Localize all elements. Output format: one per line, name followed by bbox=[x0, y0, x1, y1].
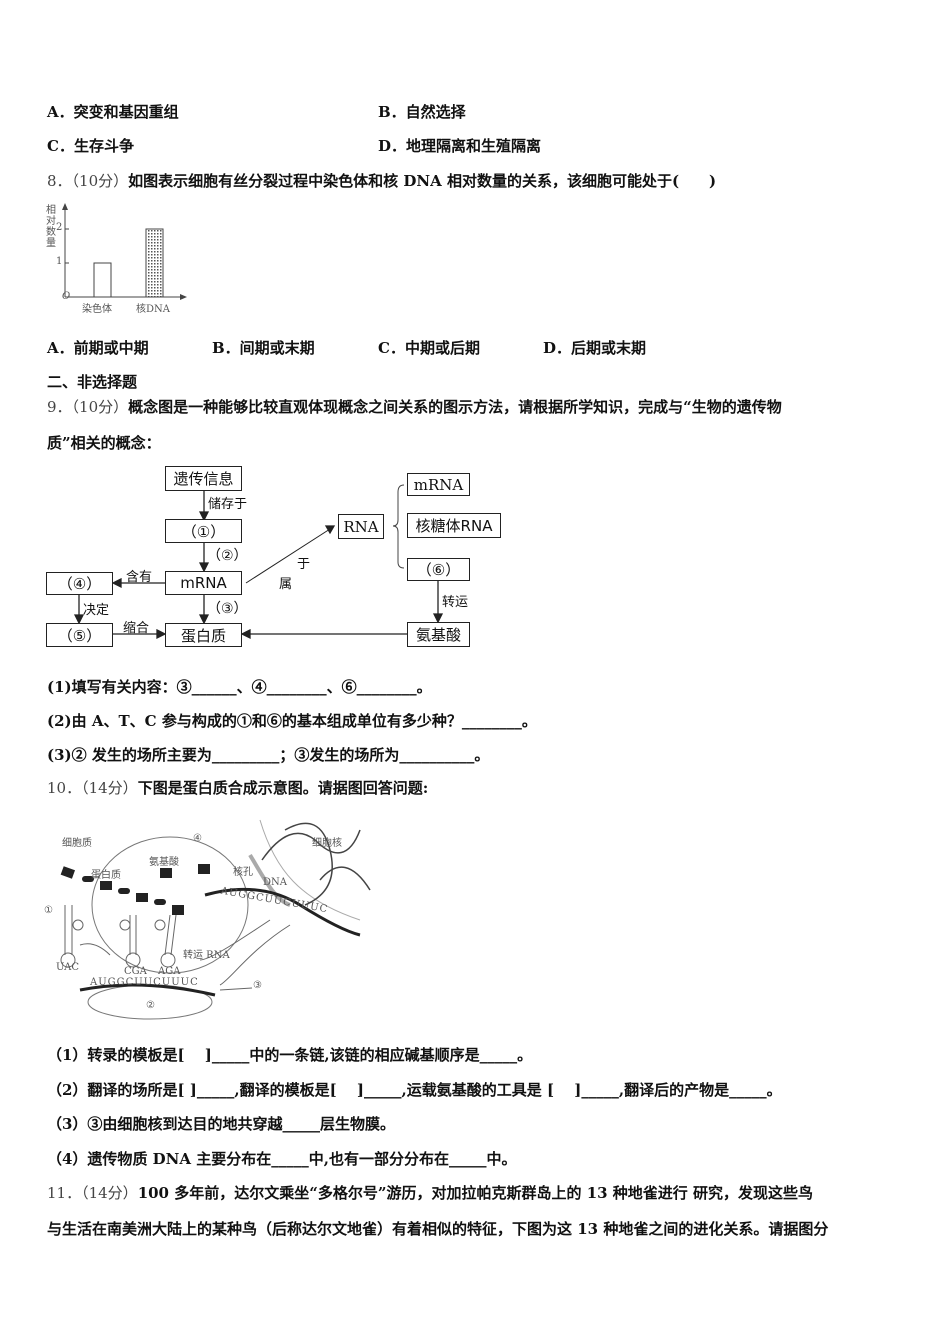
xtick-chromosome: 染色体 bbox=[82, 304, 112, 315]
box-4: （④） bbox=[46, 572, 113, 595]
option-a: A．突变和基因重组 bbox=[47, 103, 179, 121]
q11-score: （14分） bbox=[81, 1184, 138, 1202]
q9-sub3: (3)② 发生的场所主要为_________；③发生的场所为__________… bbox=[47, 746, 490, 764]
option-b: B．自然选择 bbox=[378, 103, 466, 121]
label-dna: DNA bbox=[263, 877, 287, 888]
q10-sub4: （4）遗传物质 DNA 主要分布在_____中,也有一部分分布在_____中。 bbox=[47, 1150, 517, 1168]
marker-1: ① bbox=[44, 905, 53, 916]
label-2: （②） bbox=[207, 548, 248, 564]
q11-text: 100 多年前，达尔文乘坐“多格尔号”游历，对加拉帕克斯群岛上的 13 种地雀进… bbox=[137, 1184, 814, 1202]
label-nucleus: 细胞核 bbox=[312, 838, 342, 849]
section-heading: 二、非选择题 bbox=[47, 373, 138, 391]
q8-option-a: A．前期或中期 bbox=[47, 339, 149, 357]
q9-stem-2: 质”相关的概念： bbox=[47, 434, 161, 452]
label-protein: 蛋白质 bbox=[91, 870, 121, 881]
bar-nuclear-dna bbox=[145, 228, 164, 298]
option-c: C．生存斗争 bbox=[47, 137, 134, 155]
label-contains: 含有 bbox=[126, 570, 153, 585]
ytick-2: 2 bbox=[56, 222, 63, 233]
concept-map-lines bbox=[73, 484, 444, 640]
q8-number: 8． bbox=[47, 172, 72, 190]
marker-4: ④ bbox=[193, 833, 202, 844]
box-rrna: 核糖体RNA bbox=[407, 513, 501, 538]
q9-sub2: (2)由 A、T、C 参与构成的①和⑥的基本组成单位有多少种？________。 bbox=[47, 712, 537, 730]
box-rna: RNA bbox=[338, 514, 384, 539]
q8-score: （10分） bbox=[71, 172, 129, 190]
bar-chromosome bbox=[93, 262, 112, 298]
bar-axes bbox=[62, 203, 187, 300]
box-1: （①） bbox=[165, 519, 242, 543]
q10-score: （14分） bbox=[81, 779, 138, 797]
label-amino-acid: 氨基酸 bbox=[149, 857, 179, 868]
q8-option-b: B．间期或末期 bbox=[212, 339, 315, 357]
label-determines: 决定 bbox=[83, 603, 110, 618]
q11-line1: 11．（14分）100 多年前，达尔文乘坐“多格尔号”游历，对加拉帕克斯群岛上的… bbox=[47, 1183, 813, 1203]
q10-text: 下图是蛋白质合成示意图。请据图回答问题: bbox=[137, 779, 429, 797]
q8-stem: 8．（10分）如图表示细胞有丝分裂过程中染色体和核 DNA 相对数量的关系，该细… bbox=[47, 171, 716, 191]
ytick-1: 1 bbox=[56, 256, 63, 267]
xtick-dna: 核DNA bbox=[136, 304, 170, 315]
box-mrna-type: mRNA bbox=[407, 473, 470, 496]
label-nuclear-pore: 核孔 bbox=[233, 867, 253, 878]
option-d: D．地理隔离和生殖隔离 bbox=[378, 137, 542, 155]
q10-sub1: （1）转录的模板是[ ]_____中的一条链,该链的相应碱基顺序是_____。 bbox=[47, 1046, 533, 1064]
label-condense: 缩合 bbox=[123, 621, 150, 636]
q8-bar-figure: 相对数量 1 2 O 染色体 核DNA bbox=[40, 200, 190, 320]
anticodon-3: AGA bbox=[158, 966, 181, 977]
q10-stem: 10．（14分）下图是蛋白质合成示意图。请据图回答问题: bbox=[47, 778, 428, 798]
anticodon-1: UAC bbox=[56, 962, 79, 973]
label-cytoplasm: 细胞质 bbox=[62, 838, 92, 849]
q11-number: 11． bbox=[47, 1184, 82, 1202]
q9-score: （10分） bbox=[71, 398, 129, 416]
label-stored-in: 储存于 bbox=[208, 497, 248, 512]
q9-number: 9． bbox=[47, 398, 72, 416]
box-genetic-info: 遗传信息 bbox=[165, 466, 242, 491]
mrna-sequence-ribosome: AUGGCUUCUUUC bbox=[90, 977, 199, 988]
label-transport: 转运 bbox=[442, 595, 469, 610]
box-amino-acid: 氨基酸 bbox=[407, 622, 470, 647]
protein-synthesis-figure bbox=[60, 819, 371, 1020]
anticodon-2: CGA bbox=[124, 966, 147, 977]
q9-sub1: (1)填写有关内容：③______、④________、⑥________。 bbox=[47, 678, 432, 696]
box-protein: 蛋白质 bbox=[165, 623, 242, 647]
q10-sub2: （2）翻译的场所是[ ]_____,翻译的模板是[ ]_____,运载氨基酸的工… bbox=[47, 1081, 782, 1099]
marker-2: ② bbox=[146, 1000, 155, 1011]
label-belongs-b: 于 bbox=[297, 557, 311, 572]
q10-number: 10． bbox=[47, 779, 82, 797]
box-5: （⑤） bbox=[46, 623, 113, 647]
x-axis-arrow bbox=[180, 294, 187, 300]
marker-3: ③ bbox=[253, 980, 262, 991]
ribosome-large bbox=[91, 836, 249, 974]
label-trna: 转运 RNA bbox=[183, 950, 230, 961]
q9-text: 概念图是一种能够比较直观体现概念之间关系的图示方法，请根据所学知识，完成与“生物… bbox=[128, 398, 782, 416]
origin-label: O bbox=[62, 291, 71, 302]
q8-option-d: D．后期或末期 bbox=[543, 339, 647, 357]
q10-sub3: （3）③由细胞核到达目的地共穿越_____层生物膜。 bbox=[47, 1115, 395, 1133]
q9-stem-1: 9．（10分）概念图是一种能够比较直观体现概念之间关系的图示方法，请根据所学知识… bbox=[47, 397, 782, 417]
box-mrna: mRNA bbox=[165, 571, 242, 595]
q11-line2: 与生活在南美洲大陆上的某种鸟（后称达尔文地雀）有着相似的特征，下图为这 13 种… bbox=[47, 1220, 829, 1238]
label-belongs-a: 属 bbox=[279, 577, 293, 592]
q8-text: 如图表示细胞有丝分裂过程中染色体和核 DNA 相对数量的关系，该细胞可能处于( … bbox=[128, 172, 717, 190]
label-3: （③） bbox=[207, 601, 248, 617]
q8-option-c: C．中期或后期 bbox=[378, 339, 480, 357]
box-6: （⑥） bbox=[407, 558, 470, 581]
y-axis-arrow bbox=[62, 203, 68, 210]
y-label: 相对数量 bbox=[46, 205, 56, 249]
